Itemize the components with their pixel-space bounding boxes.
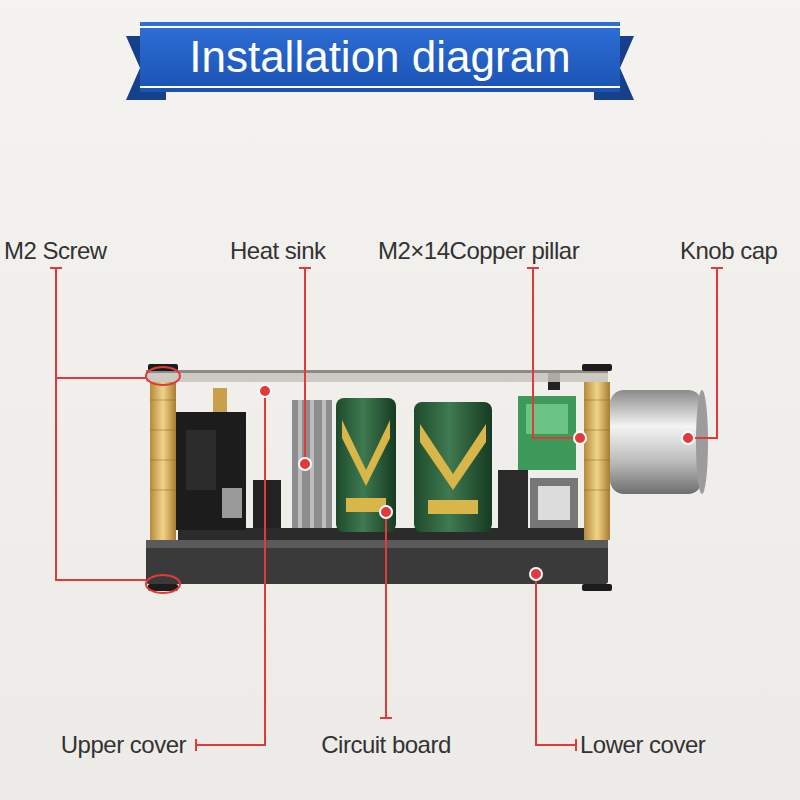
title-text: Installation diagram xyxy=(140,27,620,87)
capacitor xyxy=(414,402,492,532)
part-label: Upper cover xyxy=(61,730,186,760)
part-label: Lower cover xyxy=(580,730,705,760)
part-label: Circuit board xyxy=(321,730,451,760)
leader-lines xyxy=(50,268,723,751)
part-label: M2 Screw xyxy=(4,236,107,266)
title-ribbon xyxy=(126,22,634,100)
capacitor xyxy=(336,398,396,532)
part-label: M2×14Copper pillar xyxy=(378,236,579,266)
part-label: Heat sink xyxy=(230,236,326,266)
part-label: Knob cap xyxy=(680,236,777,266)
callout-dots xyxy=(259,385,694,580)
